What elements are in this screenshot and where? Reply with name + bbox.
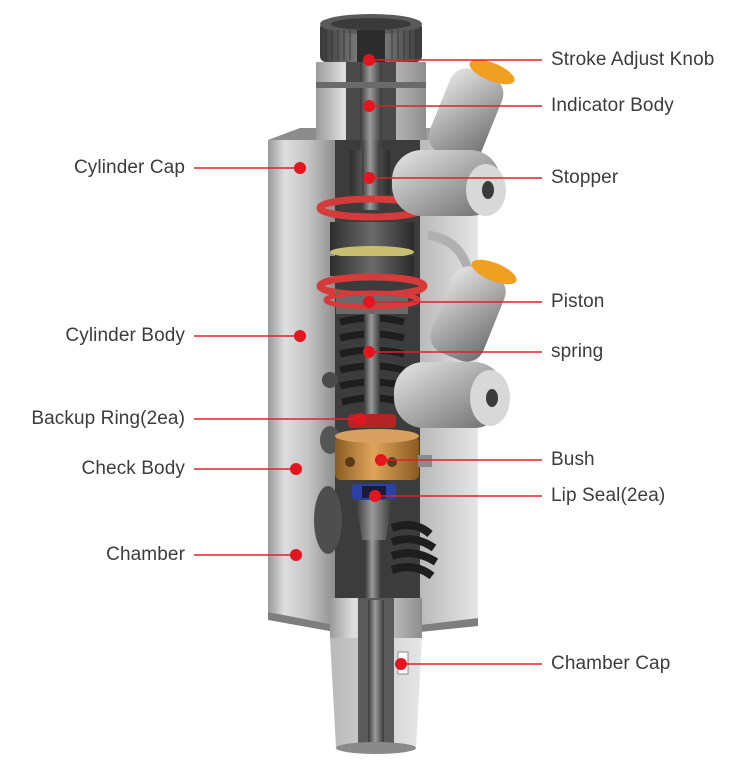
label-indicator-body: Indicator Body	[551, 95, 674, 116]
dot-piston	[363, 296, 375, 308]
dot-stroke-adjust-knob	[363, 54, 375, 66]
dot-cylinder-body	[294, 330, 306, 342]
label-backup-ring: Backup Ring(2ea)	[31, 408, 185, 429]
label-stopper: Stopper	[551, 167, 619, 188]
dot-backup-ring	[354, 413, 366, 425]
lower-air-fitting	[394, 230, 517, 428]
label-piston: Piston	[551, 291, 605, 312]
label-cylinder-body: Cylinder Body	[65, 325, 185, 346]
dot-bush	[375, 454, 387, 466]
label-lip-seal: Lip Seal(2ea)	[551, 485, 666, 506]
dot-stopper	[363, 172, 375, 184]
upper-air-fitting	[392, 59, 515, 216]
label-cylinder-cap: Cylinder Cap	[73, 157, 185, 178]
indicator-body	[316, 62, 426, 172]
label-stroke-adjust-knob: Stroke Adjust Knob	[551, 49, 715, 70]
label-spring: spring	[551, 341, 604, 362]
leader-lines	[194, 59, 542, 665]
dot-lip-seal	[369, 490, 381, 502]
bush	[335, 429, 432, 480]
label-chamber-cap: Chamber Cap	[551, 653, 671, 674]
dot-chamber	[290, 549, 302, 561]
marker-dots	[290, 54, 407, 670]
dot-spring	[363, 346, 375, 358]
label-bush: Bush	[551, 449, 595, 470]
stroke-adjust-knob	[320, 14, 422, 64]
dot-check-body	[290, 463, 302, 475]
piston-rod	[364, 314, 380, 424]
dot-cylinder-cap	[294, 162, 306, 174]
label-check-body: Check Body	[81, 458, 185, 479]
label-chamber: Chamber	[106, 544, 185, 565]
dot-indicator-body	[363, 100, 375, 112]
piston	[316, 222, 428, 314]
dot-chamber-cap	[395, 658, 407, 670]
chamber-cap	[330, 598, 422, 754]
